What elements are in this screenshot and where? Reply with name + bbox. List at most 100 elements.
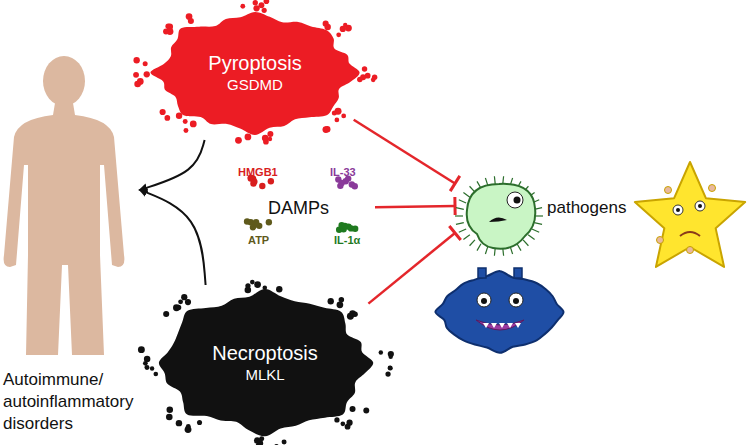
damp-molecule [352, 226, 358, 232]
cilium [485, 246, 487, 254]
inhibition-line [368, 233, 455, 304]
released-particle [197, 420, 202, 425]
damps-cluster: HMGB1 IL-33DAMPsATP IL-1α [230, 160, 375, 265]
released-particle [362, 66, 367, 71]
released-particle [334, 118, 339, 123]
released-particle [163, 311, 169, 317]
released-particle [340, 26, 346, 32]
released-particle [341, 114, 346, 119]
released-particle [385, 371, 390, 376]
cilium [459, 229, 466, 232]
released-particle [176, 305, 181, 310]
causes-arrow [140, 190, 206, 285]
pathogen-label: pathogens [547, 198, 626, 218]
label-holder: IL-33 [330, 166, 356, 178]
released-particle [254, 437, 260, 443]
necroptosis-cell: NecroptosisMLKL [155, 285, 375, 440]
cilium [470, 240, 475, 246]
cell-membrane [150, 12, 359, 135]
cilium [463, 192, 469, 197]
star-pathogen [635, 162, 745, 267]
blue-pathogen [435, 268, 563, 353]
eye [695, 201, 705, 211]
released-particle [235, 137, 242, 144]
spot [665, 187, 672, 194]
released-particle [328, 298, 334, 304]
cilium [477, 244, 481, 251]
damp-molecule [266, 219, 272, 225]
antenna [514, 268, 522, 278]
released-particle [185, 426, 192, 433]
released-particle [262, 285, 267, 290]
released-particle [144, 356, 151, 363]
mouth [476, 320, 524, 330]
blue-pathogen-body [435, 271, 563, 353]
released-particle [190, 121, 197, 128]
label-holder: pathogens [547, 198, 626, 218]
released-particle [143, 61, 148, 66]
cilium [463, 235, 469, 240]
pupil [513, 298, 519, 304]
label-holder: HMGB1 [238, 166, 278, 178]
cilium [517, 244, 521, 251]
released-particle [352, 311, 358, 317]
released-particle [268, 137, 272, 141]
tooth [483, 323, 489, 328]
mouth [680, 232, 700, 236]
bacterium [455, 176, 543, 256]
released-particle [253, 5, 259, 11]
released-particle [363, 407, 369, 413]
cilium [534, 223, 542, 225]
cell-death-name: Necroptosis [212, 341, 318, 366]
damp-molecule [251, 178, 257, 184]
patient-figure: Autoimmune/ autoinflammatory disorders [0, 55, 140, 435]
released-particle [150, 366, 154, 370]
spot [709, 185, 716, 192]
released-particle [379, 350, 383, 354]
released-particle [350, 406, 356, 412]
tooth [515, 323, 521, 328]
released-particle [267, 131, 273, 137]
released-particle [144, 71, 150, 77]
released-particle [167, 406, 174, 413]
pupil [481, 298, 487, 304]
released-particle [183, 128, 188, 133]
cilium [523, 240, 528, 246]
released-particle [144, 365, 149, 370]
released-particle [324, 126, 330, 132]
released-particle [341, 421, 346, 426]
released-particle [324, 24, 330, 30]
label-holder: ATP [248, 234, 269, 246]
released-particle [264, 0, 270, 4]
cilium [528, 235, 534, 240]
released-particle [262, 135, 269, 142]
cilium [532, 229, 539, 232]
molecule-name: HMGB1 [238, 166, 278, 178]
released-particle [160, 109, 166, 115]
molecule-name: IL-33 [330, 166, 356, 178]
released-particle [163, 29, 169, 35]
condition-label: Autoimmune/ autoinflammatory disorders [0, 369, 137, 435]
released-particle [388, 351, 394, 357]
released-particle [337, 302, 344, 309]
released-particle [332, 110, 337, 115]
cilium [455, 215, 463, 216]
group-label: DAMPs [268, 198, 329, 219]
released-particle [176, 420, 182, 426]
label-holder: IL-1α [334, 234, 360, 246]
released-particle [334, 417, 339, 422]
spot [687, 247, 694, 254]
released-particle [388, 366, 393, 371]
released-particle [245, 287, 252, 294]
released-particle [240, 4, 245, 9]
cell-death-name: Pyroptosis [208, 51, 301, 76]
released-particle [134, 81, 141, 88]
antenna [478, 268, 486, 278]
pyroptosis-cell: PyroptosisGSDMD [150, 5, 360, 140]
inhibition-line [375, 206, 455, 207]
released-particle [388, 366, 393, 371]
star-body [635, 162, 745, 267]
effector-protein: MLKL [245, 366, 284, 385]
released-particle [133, 72, 139, 78]
released-particle [181, 294, 187, 300]
